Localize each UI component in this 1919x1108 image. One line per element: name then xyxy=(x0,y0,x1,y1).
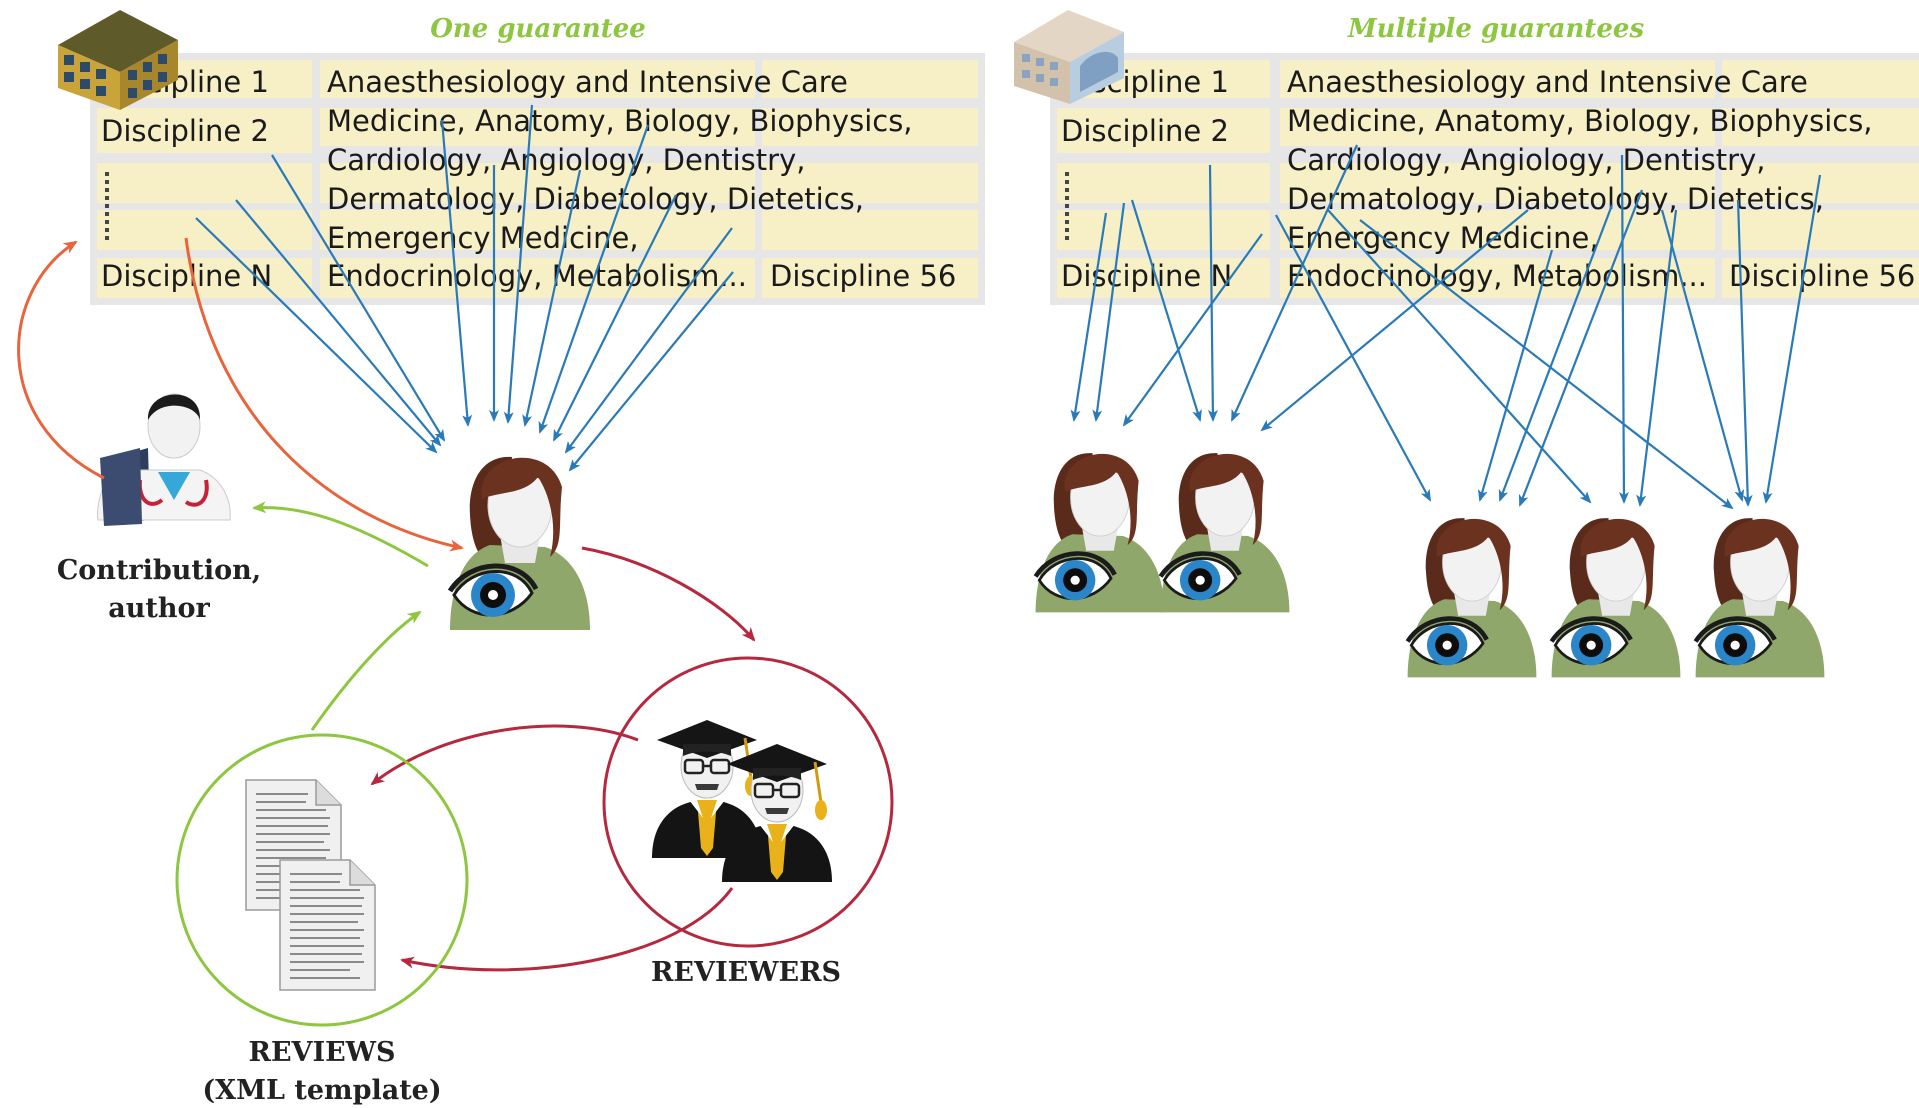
right-specialty-line: Cardiology, Angiology, Dentistry, xyxy=(1287,143,1765,177)
reviews-label-line1: REVIEWS xyxy=(249,1037,396,1068)
right-specialty-line: Medicine, Anatomy, Biology, Biophysics, xyxy=(1287,104,1873,138)
left-specialty-line: Dermatology, Diabetology, Dietetics, xyxy=(327,182,864,216)
red-arrow-guarantor-to-reviewers xyxy=(581,546,756,642)
author-icon xyxy=(97,393,231,526)
left-specialty-line: Endocrinology, Metabolism... xyxy=(327,259,747,293)
left-specialty-line: Anaesthesiology and Intensive Care xyxy=(327,65,848,99)
guarantor-icon xyxy=(1552,518,1681,677)
building-icon xyxy=(1014,10,1124,104)
author-label-line2: author xyxy=(108,593,210,624)
right-specialty-line: Anaesthesiology and Intensive Care xyxy=(1287,65,1808,99)
left-specialty-line: Emergency Medicine, xyxy=(327,221,639,255)
left-discipline-2: Discipline 2 xyxy=(101,114,269,148)
right-discipline-56: Discipline 56 xyxy=(1729,259,1915,293)
right-specialty-line: Endocrinology, Metabolism... xyxy=(1287,259,1707,293)
right-discipline-n: Discipline N xyxy=(1061,259,1232,293)
left-table xyxy=(90,53,985,305)
reviewers-label: REVIEWERS xyxy=(651,957,841,988)
guarantor-icon xyxy=(1161,453,1290,612)
left-assignment-arrows xyxy=(195,104,734,472)
red-arrow-reviewers-to-reviews-lower xyxy=(400,887,734,972)
building-icon xyxy=(58,10,178,110)
right-assignment-arrows xyxy=(1070,144,1822,510)
green-arrow-guarantor-to-author xyxy=(252,501,429,568)
right-specialty-line: Dermatology, Diabetology, Dietetics, xyxy=(1287,182,1824,216)
right-discipline-2: Discipline 2 xyxy=(1061,114,1229,148)
right-title: Multiple guarantees xyxy=(1347,14,1645,44)
right-table xyxy=(1050,53,1919,305)
guarantor-icon xyxy=(1408,518,1537,677)
right-specialty-line: Emergency Medicine, xyxy=(1287,221,1599,255)
guarantor-icon xyxy=(1036,453,1165,612)
left-discipline-n: Discipline N xyxy=(101,259,272,293)
author-label-line1: Contribution, xyxy=(57,555,261,586)
reviewers-circle xyxy=(602,656,894,948)
document-icon xyxy=(279,859,376,991)
guarantor-icon xyxy=(1696,518,1825,677)
orange-arrow-author-to-discipline xyxy=(17,240,105,480)
reviews-label-line2: (XML template) xyxy=(202,1075,441,1106)
guarantor-icon xyxy=(450,457,590,630)
left-specialty-line: Cardiology, Angiology, Dentistry, xyxy=(327,143,805,177)
left-discipline-56: Discipline 56 xyxy=(770,259,956,293)
reviews-circle xyxy=(175,733,469,1027)
orange-arrow-discipline-to-guarantor xyxy=(184,237,464,552)
left-specialty-line: Medicine, Anatomy, Biology, Biophysics, xyxy=(327,104,913,138)
green-arrow-reviews-to-guarantor xyxy=(310,610,422,731)
left-title: One guarantee xyxy=(430,14,646,44)
red-arrow-reviewers-to-reviews xyxy=(370,724,639,786)
